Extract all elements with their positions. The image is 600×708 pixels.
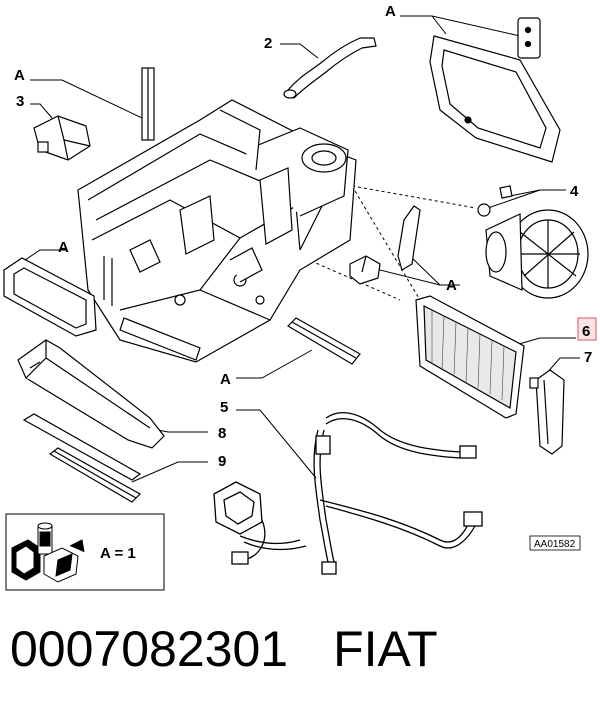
part-3-resistor	[33, 115, 91, 161]
callout-5: 5	[220, 399, 228, 416]
part-A-vertical-strip	[141, 67, 155, 141]
callout-A-center: A	[446, 277, 457, 294]
part-heater-housing	[77, 99, 357, 363]
reference-code: AA01582	[534, 539, 576, 550]
callout-A-top: A	[385, 3, 396, 20]
part-4-blower-motor	[477, 185, 589, 299]
part-A-top-gasket	[429, 17, 561, 163]
highlight-box-6	[577, 317, 597, 341]
callout-6: 6	[582, 323, 590, 340]
leader-lines	[21, 15, 580, 483]
part-8-air-duct	[17, 339, 165, 481]
part-A-left-gasket	[3, 257, 97, 337]
part-A-bottom-strip	[287, 317, 361, 365]
brand-name: FIAT	[333, 621, 438, 677]
callout-labels: A 2 A 3 4 A A 6 7 A 5 8 9	[14, 3, 597, 470]
part-footer: 0007082301 FIAT	[10, 614, 590, 684]
callout-8: 8	[218, 425, 226, 442]
callout-7: 7	[584, 349, 592, 366]
legend-text: A = 1	[100, 545, 136, 562]
callout-4: 4	[570, 183, 579, 200]
part-2-drain-hose	[283, 37, 377, 99]
part-9-seal-strip	[48, 447, 141, 503]
kit-pictogram-icon	[11, 522, 85, 583]
callout-A-left-strip: A	[14, 67, 25, 84]
part-A-center-clips	[349, 205, 421, 285]
exploded-parts-diagram: A 2 A 3 4 A A 6 7 A 5 8 9 AA01582 A = 1	[3, 3, 597, 591]
callout-A-left-filter: A	[58, 239, 69, 256]
callout-9: 9	[218, 453, 226, 470]
callout-A-bottom: A	[220, 371, 231, 388]
part-6-cabin-air-filter	[415, 295, 525, 419]
reference-code-box: AA01582	[529, 535, 581, 551]
legend-box: A = 1	[5, 513, 165, 591]
part-number: 0007082301	[10, 621, 289, 677]
part-5-wiring-harness	[213, 412, 483, 575]
callout-2: 2	[264, 35, 272, 52]
part-7-filter-cover	[529, 369, 565, 455]
callout-3: 3	[16, 93, 24, 110]
